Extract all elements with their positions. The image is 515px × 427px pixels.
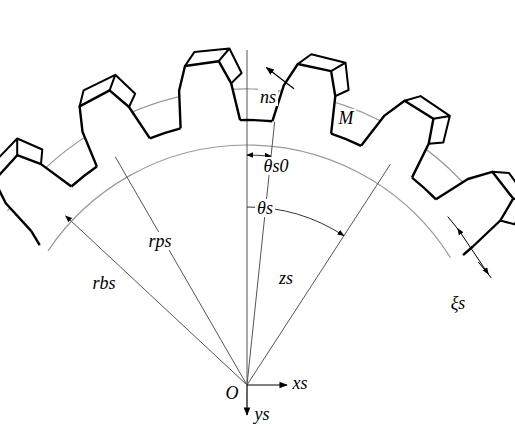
root-arc [150, 128, 181, 138]
symbol-label: ξs [449, 294, 468, 312]
symbol-label: zs [277, 269, 295, 287]
leader-arrow [266, 68, 294, 89]
radial-axis-line [247, 91, 278, 385]
gear-tooth [272, 64, 335, 134]
radius-line [66, 216, 247, 385]
symbol-label: ys [253, 405, 272, 423]
symbol-label: θs [255, 199, 275, 217]
vertical-axis-line [247, 50, 248, 385]
y-axis [246, 385, 247, 415]
tooth-land [492, 172, 515, 225]
gear-tooth [179, 61, 240, 128]
gear-tooth [0, 155, 71, 231]
gear-tooth [436, 172, 513, 247]
root-arc [240, 120, 272, 121]
tooth-land [298, 54, 349, 96]
tooth-land [0, 139, 42, 181]
x-axis [247, 384, 287, 385]
radial-axis-line [247, 133, 410, 385]
pitch-circle-arc [8, 89, 493, 220]
radius-line [101, 132, 247, 385]
symbol-label: O [224, 384, 241, 402]
root-arc [463, 247, 473, 256]
symbol-label: ns [258, 88, 278, 106]
root-arc [412, 178, 436, 200]
symbol-label: θs0 [262, 157, 291, 175]
tooth-land [185, 49, 242, 84]
root-arc [31, 231, 39, 245]
gear-tooth [80, 90, 150, 166]
symbol-label: M [337, 109, 356, 127]
symbol-label: rps [146, 232, 173, 250]
symbol-label: xs [291, 374, 310, 392]
root-arc [71, 167, 97, 187]
symbol-label: rbs [90, 274, 117, 292]
extension-line [448, 217, 461, 233]
root-arc [331, 134, 361, 146]
gear-tooth [361, 101, 433, 178]
tooth-land [80, 75, 136, 107]
extension-line [478, 262, 491, 278]
tooth-land [405, 96, 450, 144]
dimension-line [458, 229, 489, 274]
